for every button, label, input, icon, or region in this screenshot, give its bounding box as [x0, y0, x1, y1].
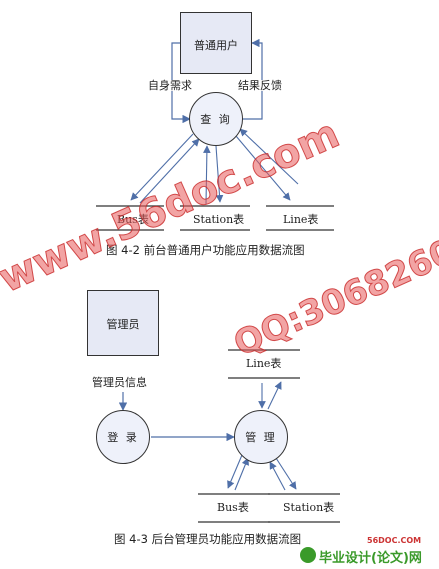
in-flow-label: 自身需求: [148, 79, 192, 92]
login-process: 登 录: [96, 410, 150, 464]
store-line-label: Line表: [283, 213, 319, 226]
login-process-label: 登 录: [107, 431, 139, 444]
store-station-label: Station表: [193, 213, 245, 226]
admin-entity: 管理员: [87, 290, 159, 356]
flow-manage-to-bus: [227, 454, 243, 489]
query-process: 查 询: [189, 92, 243, 146]
manage-process-label: 管 理: [245, 431, 277, 444]
flow-manage-to-line: [267, 381, 282, 410]
flow-query-to-bus: [130, 133, 194, 201]
site-logo-name: 毕业设计(论文)网: [319, 551, 422, 566]
manage-process: 管 理: [234, 410, 288, 464]
store-station2-label: Station表: [283, 501, 335, 514]
caption-fig-4-3: 图 4-3 后台管理员功能应用数据流图: [114, 532, 302, 546]
site-logo-url: 56DOC.COM: [367, 536, 422, 545]
query-process-label: 查 询: [200, 113, 232, 126]
flow-station-to-manage: [269, 461, 286, 491]
flow-query-to-line: [235, 135, 291, 201]
site-logo-icon: [300, 547, 316, 563]
out-flow-label: 结果反馈: [238, 79, 282, 92]
flow-query-to-station: [215, 145, 224, 203]
flow-bus-to-query: [139, 138, 200, 204]
store-bus2-label: Bus表: [217, 501, 249, 514]
admin-flow-label: 管理员信息: [92, 376, 147, 389]
flow-line-to-query: [239, 128, 299, 185]
flow-manage-to-station: [275, 457, 297, 490]
admin-entity-label: 管理员: [106, 318, 140, 331]
user-entity: 普通用户: [180, 12, 252, 74]
flow-bus-to-manage: [234, 457, 249, 491]
store-line2-label: Line表: [246, 357, 282, 370]
store-bus-label: Bus表: [117, 213, 149, 226]
caption-fig-4-2: 图 4-2 前台普通用户功能应用数据流图: [106, 243, 305, 257]
flow-station-to-query: [203, 145, 211, 205]
user-entity-label: 普通用户: [194, 39, 238, 52]
